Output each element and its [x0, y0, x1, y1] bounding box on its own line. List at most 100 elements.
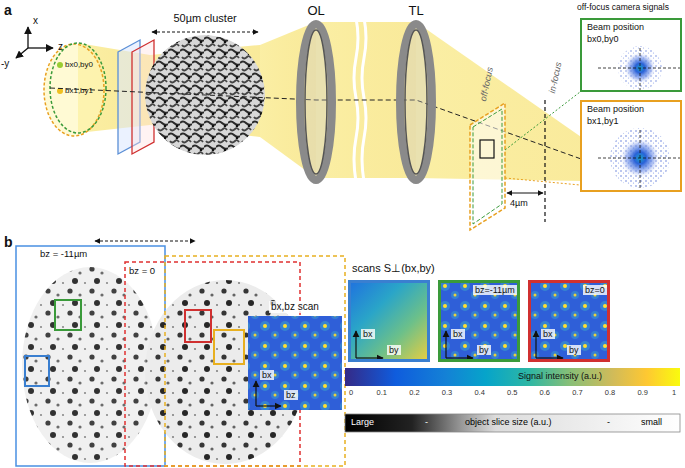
- panel-box: bz=-11µm bx by: [438, 280, 520, 362]
- slice-stack-part: [25, 356, 49, 386]
- scan-images-part-part: [256, 405, 281, 406]
- camera-planes-part: [480, 140, 494, 158]
- panel-text: -: [425, 417, 428, 427]
- panel-text: 0.3: [442, 389, 452, 398]
- lens-outline: [388, 2, 444, 192]
- panel-text: bx,bz scan: [269, 301, 321, 313]
- panel-box: bz=0 bx by: [528, 280, 610, 362]
- lens-outline: [288, 2, 344, 192]
- panel-text: bx1,by1: [585, 116, 621, 126]
- panel-text: object slice size (a.u.): [465, 417, 552, 427]
- camera-images-part: [640, 130, 641, 190]
- lens-ring: [300, 24, 332, 180]
- slice-stack-part: [185, 310, 211, 342]
- scan-images-part: [438, 280, 520, 362]
- camera-images-part: [580, 100, 682, 192]
- slice-stack-part: [22, 267, 158, 463]
- axes-triad: [16, 27, 53, 58]
- source-ellipses-part: [44, 44, 104, 136]
- panel-text: bx: [361, 329, 375, 339]
- panel-text: -: [607, 417, 610, 427]
- optical-axis: [50, 88, 640, 180]
- plane-label: in-focus: [547, 61, 564, 94]
- panel-box: Beam position bx1,by1: [580, 100, 682, 192]
- panel-text: Signal intensity (a.u.): [518, 371, 602, 381]
- camera-planes-part: [544, 100, 545, 222]
- panel-letter: a: [4, 2, 12, 18]
- source-ellipses-part: [57, 62, 63, 68]
- panel-text: 0.2: [409, 389, 419, 398]
- colorbars-part: [345, 414, 680, 432]
- panel-text: 0.9: [637, 389, 647, 398]
- panel-text: bz=0: [583, 285, 607, 295]
- panel-text: by: [477, 345, 491, 355]
- panel-letter: b: [4, 234, 13, 250]
- scan-images-part: [528, 280, 610, 362]
- section-title: scans S⊥(bx,by): [352, 262, 435, 275]
- beam-label: bx1,by1: [65, 86, 93, 95]
- slice-stack-part: [165, 256, 345, 466]
- panel-text: 0.4: [474, 389, 484, 398]
- optical-axis-part: [50, 88, 640, 180]
- lens: TL: [388, 2, 444, 192]
- plane-label: bz = -11µm: [40, 249, 87, 260]
- lens-rim: [305, 30, 327, 174]
- camera-images-part: [598, 68, 680, 69]
- panel-text: 0.5: [507, 389, 517, 398]
- panel-text: by: [567, 345, 581, 355]
- dimension-label: 50µm cluster: [174, 12, 237, 25]
- camera-images-part: [640, 48, 641, 90]
- beam-label: bx0,by0: [65, 60, 93, 69]
- camera-planes: [470, 92, 580, 230]
- slice-stack-part: [95, 241, 195, 242]
- slice-stack-part: [16, 246, 165, 466]
- scan-images-part-part: [355, 331, 356, 358]
- colorbars: [345, 368, 680, 432]
- panel-box: Large-object slice size (a.u.)-small: [345, 414, 680, 432]
- cluster-part: [152, 32, 258, 33]
- lens-rim: [405, 30, 427, 174]
- scan-images-part: [248, 316, 342, 410]
- scan-images-part-part: [445, 331, 446, 358]
- axes-triad-part: [16, 48, 28, 58]
- slice-stack-part: [55, 300, 81, 330]
- scan-images-part-part: [446, 357, 473, 358]
- panel-text: Large: [351, 417, 374, 427]
- slice-stack-part: [22, 267, 158, 463]
- panel-text: bx: [541, 329, 555, 339]
- lens-ring: [400, 24, 432, 180]
- panel-box: Beam positionbx0,by0: [580, 18, 682, 92]
- panel-text: 0: [349, 389, 353, 398]
- scan-images-part-part: [356, 357, 383, 358]
- panel-text: bz: [284, 390, 298, 400]
- panel-text: 1: [672, 389, 676, 398]
- camera-images-part: [598, 158, 680, 159]
- plane-label: bz = 0: [129, 266, 155, 277]
- scan-images-part-part: [535, 331, 536, 358]
- scan-images: [248, 280, 610, 410]
- panel-text: 0.7: [572, 389, 582, 398]
- panel-text: 0.6: [540, 389, 550, 398]
- camera-planes-part: [507, 193, 543, 194]
- scan-images-part: [438, 280, 520, 362]
- camera-images: [580, 18, 682, 192]
- source-ellipses: [44, 43, 106, 136]
- lens-label: OL: [308, 4, 325, 19]
- camera-planes-part: [505, 178, 580, 185]
- panel-text: bx: [451, 329, 465, 339]
- scan-images-part: [348, 280, 430, 362]
- panel-box: Signal intensity (a.u.) 0 0.1 0.2 0.3 0.4 0.5 0…: [345, 368, 680, 410]
- panel-text: bz=-11µm: [473, 285, 517, 295]
- scan-images-part-part: [536, 357, 563, 358]
- panel-text: Beam position: [585, 104, 646, 114]
- axis-label: z: [58, 41, 63, 53]
- dimension-label: 4µm: [510, 198, 528, 208]
- camera-planes-part: [473, 109, 502, 224]
- panel-text: 0.8: [605, 389, 615, 398]
- scan-images-part: [248, 316, 342, 410]
- panel-title: off-focus camera signals: [577, 3, 669, 13]
- panel-text: 0.1: [377, 389, 387, 398]
- scan-images-part: [528, 280, 610, 362]
